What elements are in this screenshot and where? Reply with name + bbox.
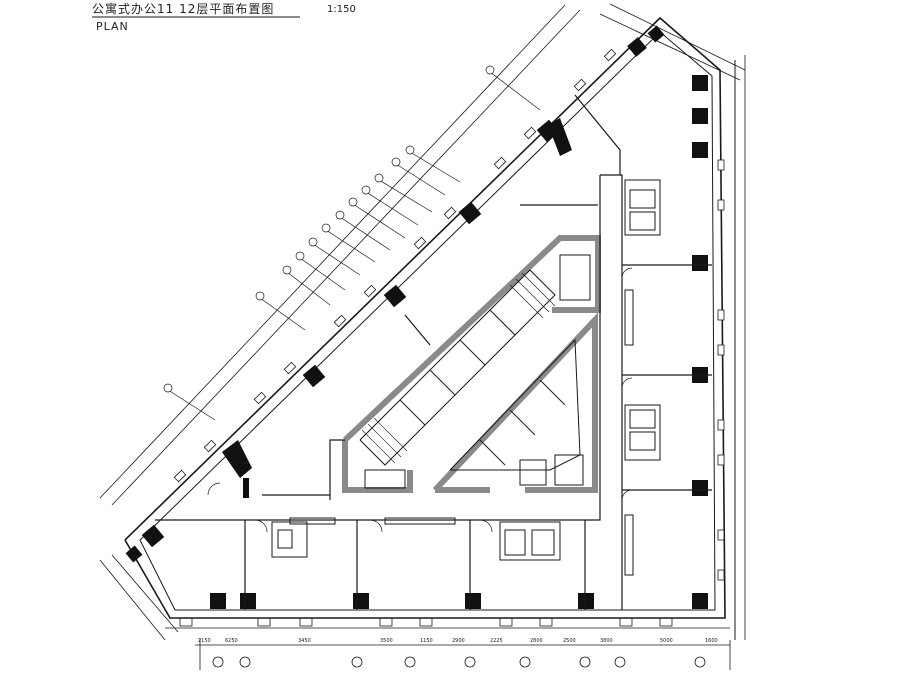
right-facade-windows xyxy=(717,159,725,581)
svg-text:3450: 3450 xyxy=(298,638,311,644)
svg-text:1600: 1600 xyxy=(705,638,718,644)
core-walls xyxy=(342,235,601,493)
bottom-left-detail xyxy=(99,554,731,670)
svg-text:2150: 2150 xyxy=(198,638,211,644)
svg-text:5000: 5000 xyxy=(660,638,673,644)
diagonal-windows xyxy=(173,48,617,483)
door-swings xyxy=(207,267,633,533)
svg-text:2800: 2800 xyxy=(530,638,543,644)
core-rooms xyxy=(359,254,591,489)
interior-partitions xyxy=(155,94,712,610)
svg-text:2500: 2500 xyxy=(563,638,576,644)
drawing-title: 公寓式办公11 12层平面布置图 xyxy=(92,2,275,16)
dimension-lines-diagonal xyxy=(99,3,746,506)
grid-bubbles-bottom xyxy=(212,656,706,668)
diagonal-grid-leaders xyxy=(163,65,541,421)
svg-text:2225: 2225 xyxy=(490,638,503,644)
building-outline xyxy=(124,16,746,640)
drawing-scale: 1:150 xyxy=(327,4,356,15)
svg-text:3800: 3800 xyxy=(600,638,613,644)
bottom-facade-windows xyxy=(179,617,673,627)
diagonal-accents xyxy=(222,118,572,498)
stair-hatching xyxy=(361,272,556,464)
svg-text:6250: 6250 xyxy=(225,638,238,644)
bathroom-units xyxy=(271,179,661,576)
svg-text:3500: 3500 xyxy=(380,638,393,644)
svg-text:1150: 1150 xyxy=(420,638,433,644)
bottom-dimension-texts: 2150 6250 3450 3500 1150 2900 2225 2800 … xyxy=(198,638,718,644)
drawing-subtitle: PLAN xyxy=(96,20,129,33)
columns xyxy=(125,25,708,609)
bottom-dimension-lines xyxy=(165,627,730,646)
svg-text:2900: 2900 xyxy=(452,638,465,644)
